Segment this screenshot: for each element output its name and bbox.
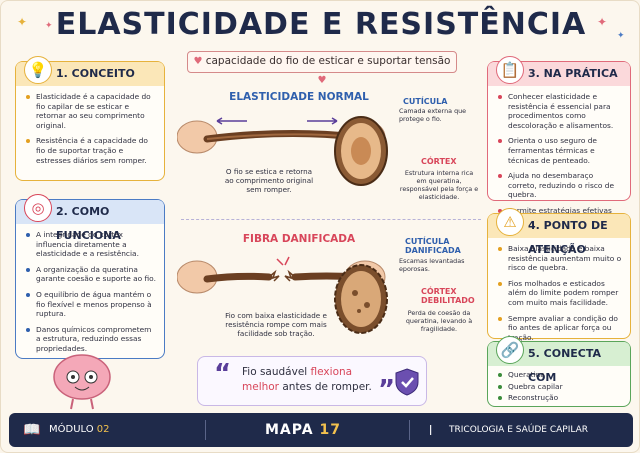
heart-icon: ♥ xyxy=(193,56,206,67)
cuticula-danificada-text: Escamas levantadas eporosas. xyxy=(399,257,465,273)
card-title: 1. CONCEITO xyxy=(56,67,135,80)
list-item: Orienta o uso seguro de ferramentas térm… xyxy=(498,136,622,165)
hair-follicle-icon: ǀ xyxy=(429,423,433,436)
cuticula-danificada-label: CUTÍCULA DANIFICADA xyxy=(405,237,461,255)
quote-part: antes de romper. xyxy=(279,381,372,393)
heart-icon: ♥ xyxy=(317,75,327,86)
modulo-label: MÓDULO xyxy=(49,424,94,435)
sparkle-icon: ✦ xyxy=(617,31,625,41)
cortex-text: Estrutura interna rica em queratina, res… xyxy=(399,169,479,201)
list-item: Conhecer elasticidade e resistência é es… xyxy=(498,92,622,130)
list-item: Reconstrução xyxy=(498,393,622,403)
list-item: Danos químicos comprometem a estrutura, … xyxy=(26,325,156,354)
area-label: TRICOLOGIA E SAÚDE CAPILAR xyxy=(449,425,588,435)
list-item: Quebra capilar xyxy=(498,382,622,392)
cuticula-text: Camada externa que protege o fio. xyxy=(399,107,467,123)
card-title: 3. NA PRÁTICA xyxy=(528,67,618,80)
quote-text: Fio saudável flexiona melhor antes de ro… xyxy=(242,365,382,395)
list-item: Elasticidade é a capacidade do fio capil… xyxy=(26,92,156,130)
warning-icon: ⚠ xyxy=(496,208,524,236)
cortex-debilitado-text: Perda de coesão da queratina, levando à … xyxy=(405,309,473,333)
brain-mascot-icon xyxy=(53,354,111,410)
quote-part: Fio saudável xyxy=(242,366,311,378)
divider xyxy=(409,420,410,440)
list-item: Resistência é a capacidade do fio de sup… xyxy=(26,136,156,165)
list-item: A organização da queratina garante coesã… xyxy=(26,265,156,284)
quote-open-icon: “ xyxy=(214,359,232,389)
sparkle-icon: ✦ xyxy=(597,15,608,29)
list-item: O equilíbrio de água mantém o fio flexív… xyxy=(26,290,156,319)
cortex-label: CÓRTEX xyxy=(421,157,457,166)
damaged-title: FIBRA DANIFICADA xyxy=(242,233,356,245)
lightbulb-icon: 💡 xyxy=(24,56,52,84)
card-conceito: 1. CONCEITO 💡 Elasticidade é a capacidad… xyxy=(15,56,165,181)
cortex-debilitado-label: CÓRTEX DEBILITADO xyxy=(421,287,475,305)
card-title: 4. PONTO DE ATENÇÃO xyxy=(528,219,608,256)
damaged-cross-section xyxy=(334,264,388,334)
quote-close-icon: ” xyxy=(378,375,396,405)
quote-box: “ Fio saudável flexiona melhor antes de … xyxy=(197,356,427,406)
list-item: Fios molhados e esticados além do limite… xyxy=(498,279,622,308)
book-icon: 📖 xyxy=(23,422,41,438)
divider xyxy=(181,219,481,220)
sparkle-icon: ✦ xyxy=(17,15,28,29)
subtitle-banner: ♥ capacidade do fio de esticar e suporta… xyxy=(187,51,457,86)
mapa-number: 17 xyxy=(319,422,341,438)
clipboard-icon: 📋 xyxy=(496,56,524,84)
list-item: Baixa elasticidade e baixa resistência a… xyxy=(498,244,622,273)
sparkle-icon: ✦ xyxy=(45,21,53,31)
mapa: MAPA 17 xyxy=(265,413,341,447)
target-icon: ◎ xyxy=(24,194,52,222)
damaged-caption: Fio com baixa elasticidade e resistência… xyxy=(225,311,327,339)
footer-bar: 📖 MÓDULO 02 MAPA 17 ǀ TRICOLOGIA E SAÚDE… xyxy=(9,413,633,447)
list-item: Ajuda no desembaraço correto, reduzindo … xyxy=(498,171,622,200)
list-item: A integridade do córtex influencia diret… xyxy=(26,230,156,259)
modulo-number: 02 xyxy=(96,424,110,435)
subtitle: capacidade do fio de esticar e suportar … xyxy=(205,55,451,67)
modulo: MÓDULO 02 xyxy=(49,413,110,447)
hair-cross-section xyxy=(334,116,388,186)
card-title: 2. COMO FUNCIONA xyxy=(56,205,121,242)
mapa-label: MAPA xyxy=(265,422,314,438)
list-item: Queratina xyxy=(498,370,622,380)
normal-caption: O fio se estica e retorna ao comprimento… xyxy=(224,167,314,195)
card-como-funciona: 2. COMO FUNCIONA ◎ A integridade do córt… xyxy=(15,194,165,359)
normal-title: ELASTICIDADE NORMAL xyxy=(229,91,369,103)
quote-highlight: flexiona melhor xyxy=(242,366,353,393)
list-item: Sempre avaliar a condição do fio antes d… xyxy=(498,314,622,343)
cuticula-label: CUTÍCULA xyxy=(403,97,448,106)
shield-check-icon xyxy=(395,368,419,396)
card-na-pratica: 3. NA PRÁTICA 📋 Conhecer elasticidade e … xyxy=(487,56,631,225)
card-title: 5. CONECTA COM xyxy=(528,347,602,384)
card-ponto-atencao: 4. PONTO DE ATENÇÃO ⚠ Baixa elasticidade… xyxy=(487,208,631,342)
divider xyxy=(205,420,206,440)
card-conecta-com: 5. CONECTA COM 🔗 Queratina Quebra capila… xyxy=(487,336,631,407)
link-icon: 🔗 xyxy=(496,336,524,364)
page-title: ELASTICIDADE E RESISTÊNCIA xyxy=(55,7,587,42)
